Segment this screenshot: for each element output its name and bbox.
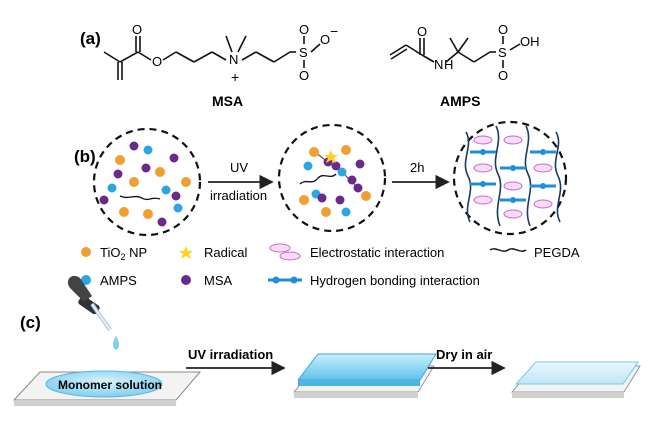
amps-sulfur: S	[498, 45, 507, 60]
msa-sulfonate-oxygen-right: O	[320, 32, 330, 47]
tio2-particle	[181, 177, 191, 187]
msa-nitrogen: N	[229, 52, 238, 67]
msa-legend-swatch	[181, 275, 191, 285]
tio2-particle	[115, 155, 125, 165]
panel-b-label: (b)	[74, 147, 96, 166]
hbond-legend-label: Hydrogen bonding interaction	[310, 273, 480, 288]
msa-minus-charge: −	[330, 23, 338, 39]
two-hour-label: 2h	[410, 160, 424, 175]
amps-molecule	[161, 185, 171, 195]
amps-sulfonic-oxygen-bottom: O	[498, 68, 508, 83]
pegda-legend-swatch	[489, 248, 527, 252]
pegda-legend-label: PEGDA	[534, 245, 580, 260]
msa-name: MSA	[212, 93, 243, 109]
hbond-legend-swatch	[268, 276, 302, 284]
msa-molecule	[129, 141, 139, 151]
msa-plus-charge: +	[231, 69, 239, 85]
tio2-legend-swatch	[81, 247, 91, 257]
electrostatic-legend-label: Electrostatic interaction	[310, 245, 444, 260]
amps-hydroxyl: OH	[520, 34, 540, 49]
hydrogel-network-circle	[452, 120, 568, 236]
msa-structure	[103, 35, 321, 80]
uv-irradiation-step-label: UV irradiation	[188, 347, 273, 362]
panel-c-label: (c)	[20, 313, 41, 332]
radical-legend-label: Radical	[204, 245, 247, 260]
msa-ester-oxygen: O	[152, 54, 162, 69]
msa-legend-label: MSA	[204, 273, 233, 288]
amps-molecule	[143, 145, 153, 155]
hydrogel-slab	[292, 353, 437, 398]
tio2-particle	[119, 207, 129, 217]
electrostatic-legend-swatch	[269, 243, 301, 261]
polymerizing-circle	[277, 123, 387, 233]
tio2-particle	[155, 167, 165, 177]
msa-molecule	[157, 217, 167, 227]
monomer-mixture-circle	[92, 127, 202, 237]
tio2-particle	[143, 209, 153, 219]
msa-molecule	[169, 153, 179, 163]
panel-a-label: (a)	[80, 29, 101, 48]
amps-nitrogen: N	[434, 57, 443, 72]
dry-in-air-label: Dry in air	[436, 347, 492, 362]
amps-legend-swatch	[81, 275, 91, 285]
uv-label: UV	[230, 160, 248, 175]
dropper-icon	[67, 275, 119, 350]
tio2-legend-label: TiO2 NP	[100, 245, 147, 262]
legend: TiO2 NP Radical Electrostatic interactio…	[81, 243, 580, 288]
tio2-particle	[129, 177, 139, 187]
monomer-solution-label: Monomer solution	[58, 378, 162, 392]
msa-molecule	[171, 191, 181, 201]
amps-sulfonic-oxygen-top: O	[498, 22, 508, 37]
amps-molecule	[173, 203, 183, 213]
msa-sulfonate-oxygen-bottom: O	[299, 68, 309, 83]
amps-legend-label: AMPS	[100, 273, 137, 288]
amps-amide-hydrogen: H	[444, 57, 453, 72]
msa-sulfonate-oxygen-top: O	[299, 22, 309, 37]
msa-molecule	[141, 163, 151, 173]
msa-sulfur: S	[299, 45, 308, 60]
amps-carbonyl-oxygen: O	[417, 24, 427, 39]
amps-molecule	[107, 183, 117, 193]
amps-structure	[389, 36, 521, 68]
slide-with-monomer: Monomer solution	[12, 370, 202, 406]
amps-name: AMPS	[440, 93, 480, 109]
radical-legend-swatch	[179, 246, 193, 259]
dried-film	[510, 361, 641, 398]
msa-ester-oxygen-top: O	[132, 22, 142, 37]
irradiation-label: irradiation	[210, 188, 267, 203]
msa-molecule	[113, 169, 123, 179]
msa-molecule	[99, 195, 109, 205]
